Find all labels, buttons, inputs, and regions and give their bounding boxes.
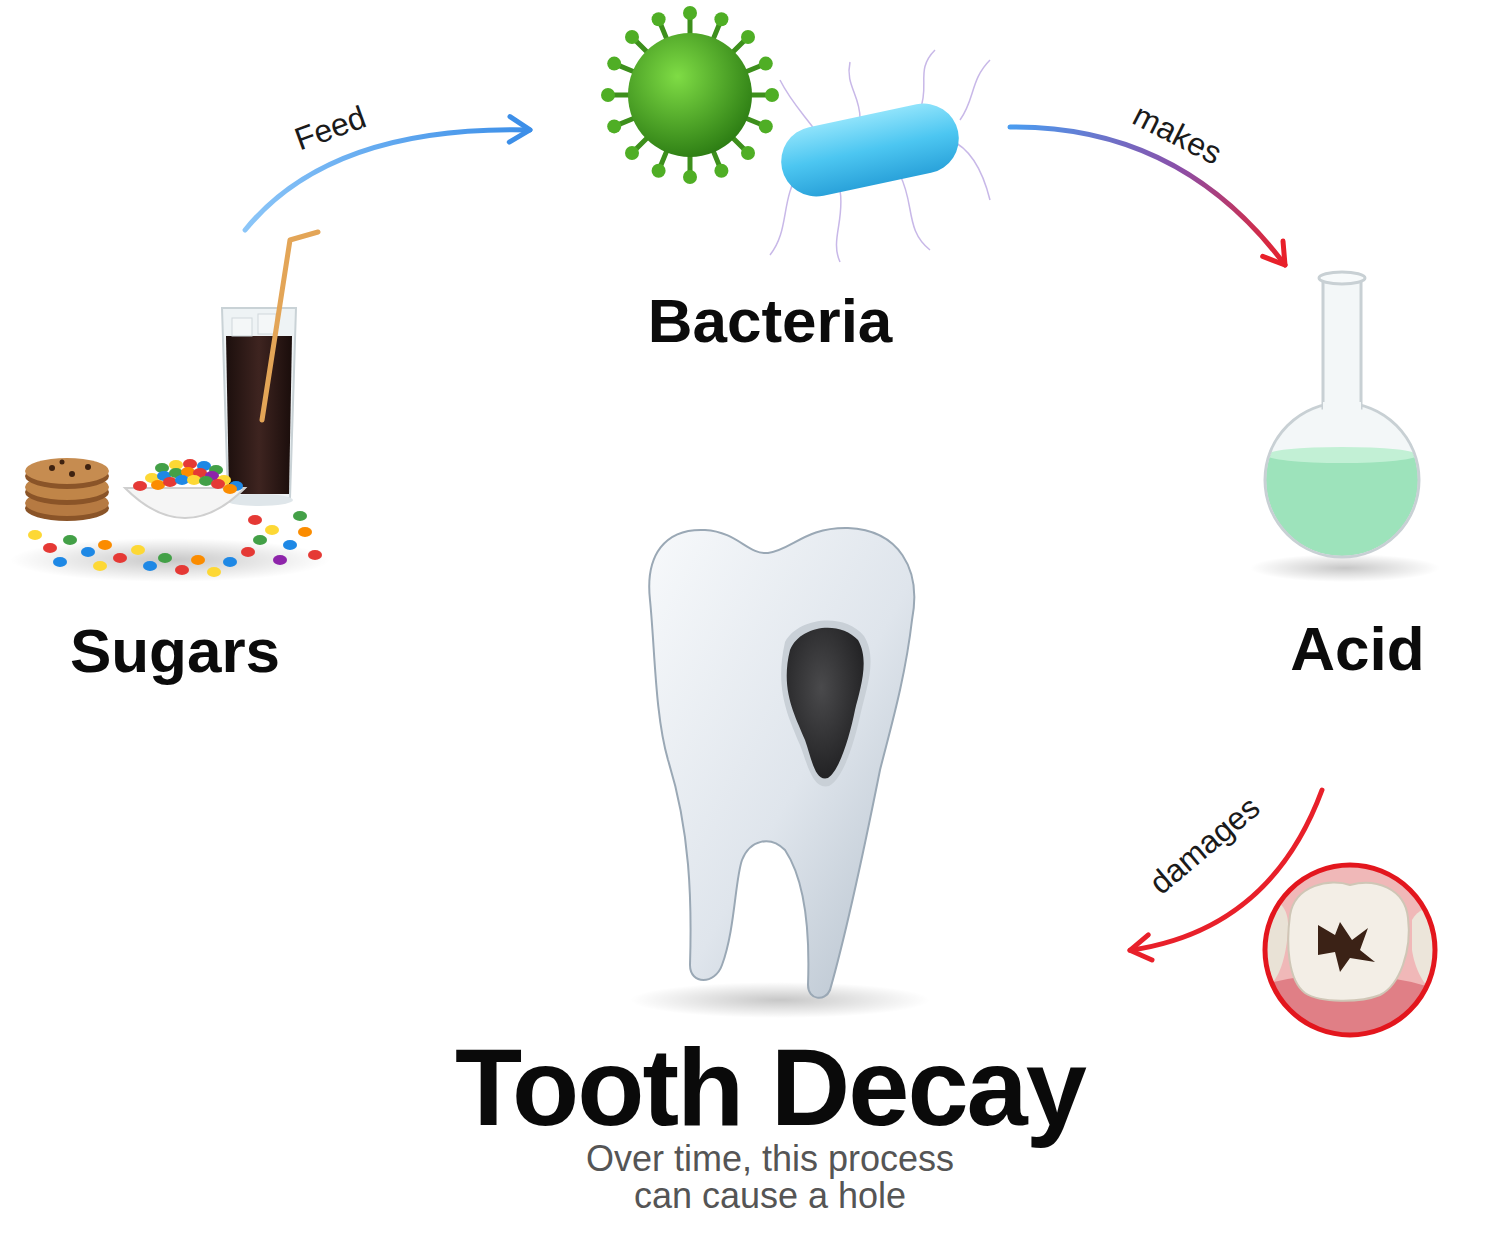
node-title: Bacteria xyxy=(648,287,893,355)
arrow-head xyxy=(1130,935,1152,960)
cavity-inset xyxy=(1260,860,1440,1040)
bacteria-picture xyxy=(601,6,990,262)
node-subtitle: Over time, this process can cause a hole xyxy=(570,1140,970,1216)
edge-label: damages xyxy=(1141,787,1269,902)
node-title: Tooth Decay xyxy=(455,1035,1085,1140)
node-title: Acid xyxy=(1290,615,1424,683)
stage-node: Acid xyxy=(1250,265,1465,790)
flow-arrow xyxy=(245,117,530,230)
arrow-line xyxy=(245,130,530,230)
outcome-node: Tooth DecayOver time, this process can c… xyxy=(410,520,1130,1242)
flow-arrow xyxy=(1010,127,1285,265)
edge-label: Feed xyxy=(287,98,373,158)
node-title: Sugars xyxy=(70,617,280,685)
arrow-line xyxy=(1010,127,1285,265)
sugary-foods xyxy=(10,232,330,582)
acid-flask xyxy=(1250,272,1440,582)
stage-node: Bacteria xyxy=(530,0,1010,355)
stage-node: Sugars xyxy=(20,230,330,685)
edge-label: makes xyxy=(1124,96,1229,173)
decayed-tooth xyxy=(630,528,930,1018)
arrow-head xyxy=(1263,241,1285,265)
arrow-head xyxy=(509,117,530,142)
